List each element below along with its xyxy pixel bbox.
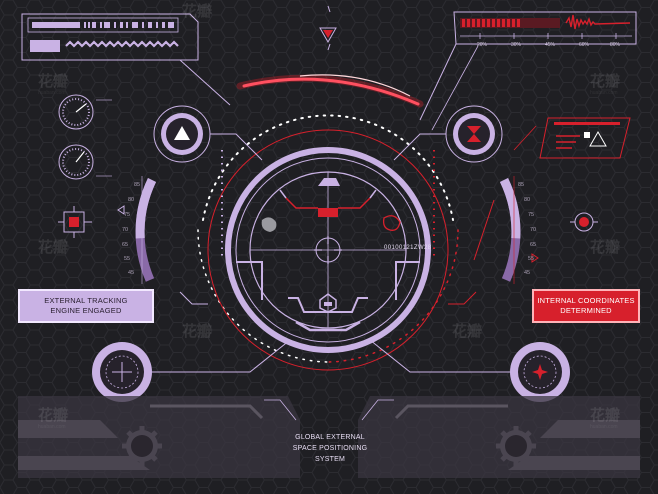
- star-button-right: [369, 339, 570, 402]
- bottom-wings: [18, 396, 640, 478]
- hourglass-icon: [467, 126, 481, 142]
- top-marker: [319, 5, 337, 51]
- right-scale-45: 45: [524, 270, 531, 276]
- watermark: 花瓣: [182, 2, 213, 20]
- watermark: 花瓣: [38, 238, 69, 256]
- watermark: 花瓣: [452, 322, 483, 340]
- top-right-panel: [419, 11, 637, 131]
- external-tracking-status: EXTERNAL TRACKING ENGINE ENGAGED: [18, 289, 154, 323]
- gear-icon-right: [496, 426, 536, 466]
- left-gauges: [58, 94, 112, 180]
- right-scale-65: 65: [530, 242, 537, 248]
- code-readout: 00100121ZW28: [384, 245, 432, 251]
- watermark: 花瓣: [38, 72, 69, 90]
- watermark-sub: huaban.com: [590, 90, 618, 96]
- left-scale-85: 85: [134, 182, 141, 188]
- progress-scale-60: 60%: [579, 42, 590, 48]
- caption-line-3: SYSTEM: [315, 456, 345, 463]
- watermark: 花瓣: [590, 406, 621, 424]
- triangle-icon: [174, 126, 190, 140]
- left-scale-80: 80: [128, 197, 135, 203]
- main-radar: [207, 129, 449, 371]
- right-status-line-1: INTERNAL COORDINATES: [537, 296, 635, 305]
- left-status-line-2: ENGINE ENGAGED: [50, 306, 122, 315]
- watermark: 花瓣: [38, 406, 69, 424]
- dotted-arcs: [197, 114, 459, 363]
- watermark: 花瓣: [590, 238, 621, 256]
- target-icon: [112, 362, 132, 382]
- right-scale-85: 85: [518, 182, 525, 188]
- right-status-line-2: DETERMINED: [560, 306, 612, 315]
- caption-line-2: SPACE POSITIONING: [292, 445, 368, 452]
- hourglass-button: [393, 105, 503, 163]
- crosshair-icon: [314, 236, 342, 264]
- warning-icon: [589, 130, 607, 147]
- right-warning-panel: [513, 117, 631, 159]
- top-left-panel: [21, 13, 231, 106]
- left-scale-45: 45: [128, 270, 135, 276]
- left-scale-55: 55: [124, 256, 131, 262]
- red-glow-arc: [236, 74, 424, 108]
- gear-icon: [122, 426, 162, 466]
- left-target-square: [58, 206, 92, 238]
- left-scale-65: 65: [122, 242, 129, 248]
- right-pointer: [531, 253, 539, 263]
- target-button-left: [92, 339, 291, 402]
- right-scale-75: 75: [528, 212, 535, 218]
- watermark-sub: huaban.com: [38, 424, 66, 430]
- progress-scale-80: 80%: [610, 42, 621, 48]
- left-status-line-1: EXTERNAL TRACKING: [44, 296, 128, 305]
- triangle-button: [153, 105, 263, 163]
- watermark: 花瓣: [182, 322, 213, 340]
- system-caption: GLOBAL EXTERNAL SPACE POSITIONING SYSTEM: [280, 432, 380, 465]
- left-scale-70: 70: [122, 227, 129, 233]
- internal-coordinates-status: INTERNAL COORDINATES DETERMINED: [532, 289, 640, 323]
- right-scale-70: 70: [530, 227, 537, 233]
- star-icon: [532, 364, 548, 380]
- watermark-sub: huaban.com: [38, 90, 66, 96]
- caption-line-1: GLOBAL EXTERNAL: [295, 434, 365, 441]
- left-scale-75: 75: [124, 212, 131, 218]
- right-arc-bar: [473, 176, 521, 284]
- right-scale-55: 55: [528, 256, 535, 262]
- right-target-dot: [570, 212, 598, 232]
- side-ticks: [179, 150, 477, 305]
- right-scale-80: 80: [524, 197, 531, 203]
- watermark-sub: huaban.com: [590, 424, 618, 430]
- left-pointer: [117, 205, 125, 215]
- watermark: 花瓣: [590, 72, 621, 90]
- progress-scale-20: 20%: [477, 42, 488, 48]
- progress-scale-30: 30%: [511, 42, 522, 48]
- progress-scale-45: 45%: [545, 42, 556, 48]
- left-arc-bar: [135, 176, 157, 284]
